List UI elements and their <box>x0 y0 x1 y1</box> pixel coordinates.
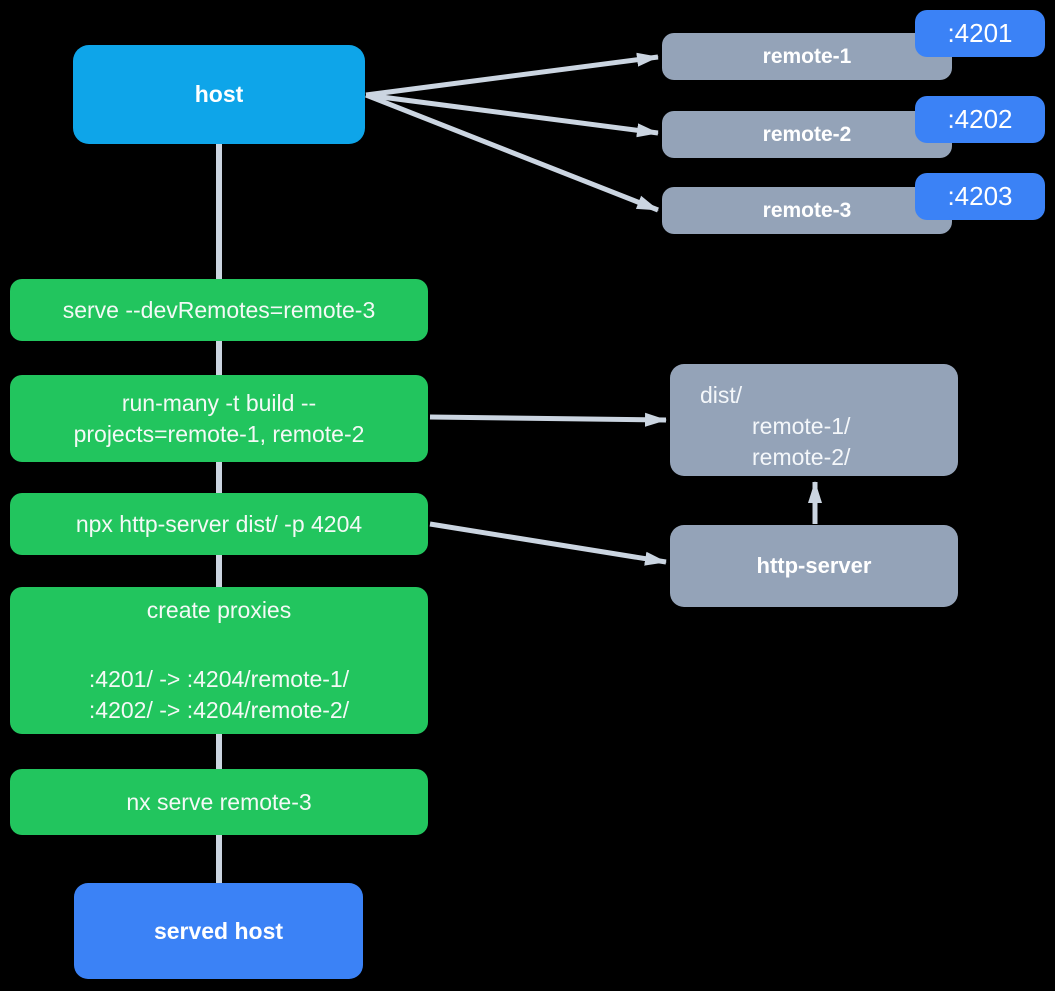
served-host-label: served host <box>153 917 284 944</box>
dist-folder-root: dist/ <box>700 381 743 408</box>
arrow-npx-to-http-server <box>429 521 667 566</box>
http-server-label: http-server <box>756 553 872 578</box>
step-serve-text: serve --devRemotes=remote-3 <box>62 296 376 323</box>
http-server-node: http-server <box>670 525 958 607</box>
step-run-many-build: run-many -t build -- projects=remote-1, … <box>10 375 428 462</box>
arrow-host-to-remote-3 <box>365 92 659 213</box>
remote-2-node: remote-2 <box>662 111 952 158</box>
arrow-host-to-remote-1 <box>365 52 659 98</box>
port-badge-4203: :4203 <box>915 173 1045 220</box>
dist-folder-node: dist/ remote-1/ remote-2/ <box>670 364 958 476</box>
port-badge-4202: :4202 <box>915 96 1045 143</box>
step-nx-serve-text: nx serve remote-3 <box>126 788 312 815</box>
port-badge-4203-label: :4203 <box>947 181 1013 211</box>
dist-folder-remote-1: remote-1/ <box>752 412 851 439</box>
step-run-many-line-1: run-many -t build -- <box>121 389 317 416</box>
step-serve-dev-remotes: serve --devRemotes=remote-3 <box>10 279 428 341</box>
dist-folder-remote-2: remote-2/ <box>752 443 851 470</box>
host-node: host <box>73 45 365 144</box>
remote-1-node: remote-1 <box>662 33 952 80</box>
arrow-run-many-to-dist <box>429 412 667 427</box>
proxy-mapping-4201: :4201/ -> :4204/remote-1/ <box>88 666 350 692</box>
port-badge-4201: :4201 <box>915 10 1045 57</box>
step-run-many-line-2: projects=remote-1, remote-2 <box>73 420 365 447</box>
port-badge-4202-label: :4202 <box>947 104 1013 134</box>
served-host-node: served host <box>74 883 363 979</box>
remote-3-label: remote-3 <box>762 198 852 222</box>
step-npx-http-server-text: npx http-server dist/ -p 4204 <box>75 510 363 537</box>
step-npx-http-server: npx http-server dist/ -p 4204 <box>10 493 428 555</box>
remote-3-node: remote-3 <box>662 187 952 234</box>
step-create-proxies-title: create proxies <box>146 597 292 623</box>
port-badge-4201-label: :4201 <box>947 18 1013 48</box>
proxy-mapping-4202: :4202/ -> :4204/remote-2/ <box>88 697 350 723</box>
remote-1-label: remote-1 <box>762 44 852 68</box>
step-nx-serve-remote-3: nx serve remote-3 <box>10 769 428 835</box>
host-label: host <box>194 81 244 107</box>
remote-2-label: remote-2 <box>762 122 852 146</box>
step-create-proxies: create proxies :4201/ -> :4204/remote-1/… <box>10 587 428 734</box>
arrow-host-to-remote-2 <box>365 92 659 138</box>
